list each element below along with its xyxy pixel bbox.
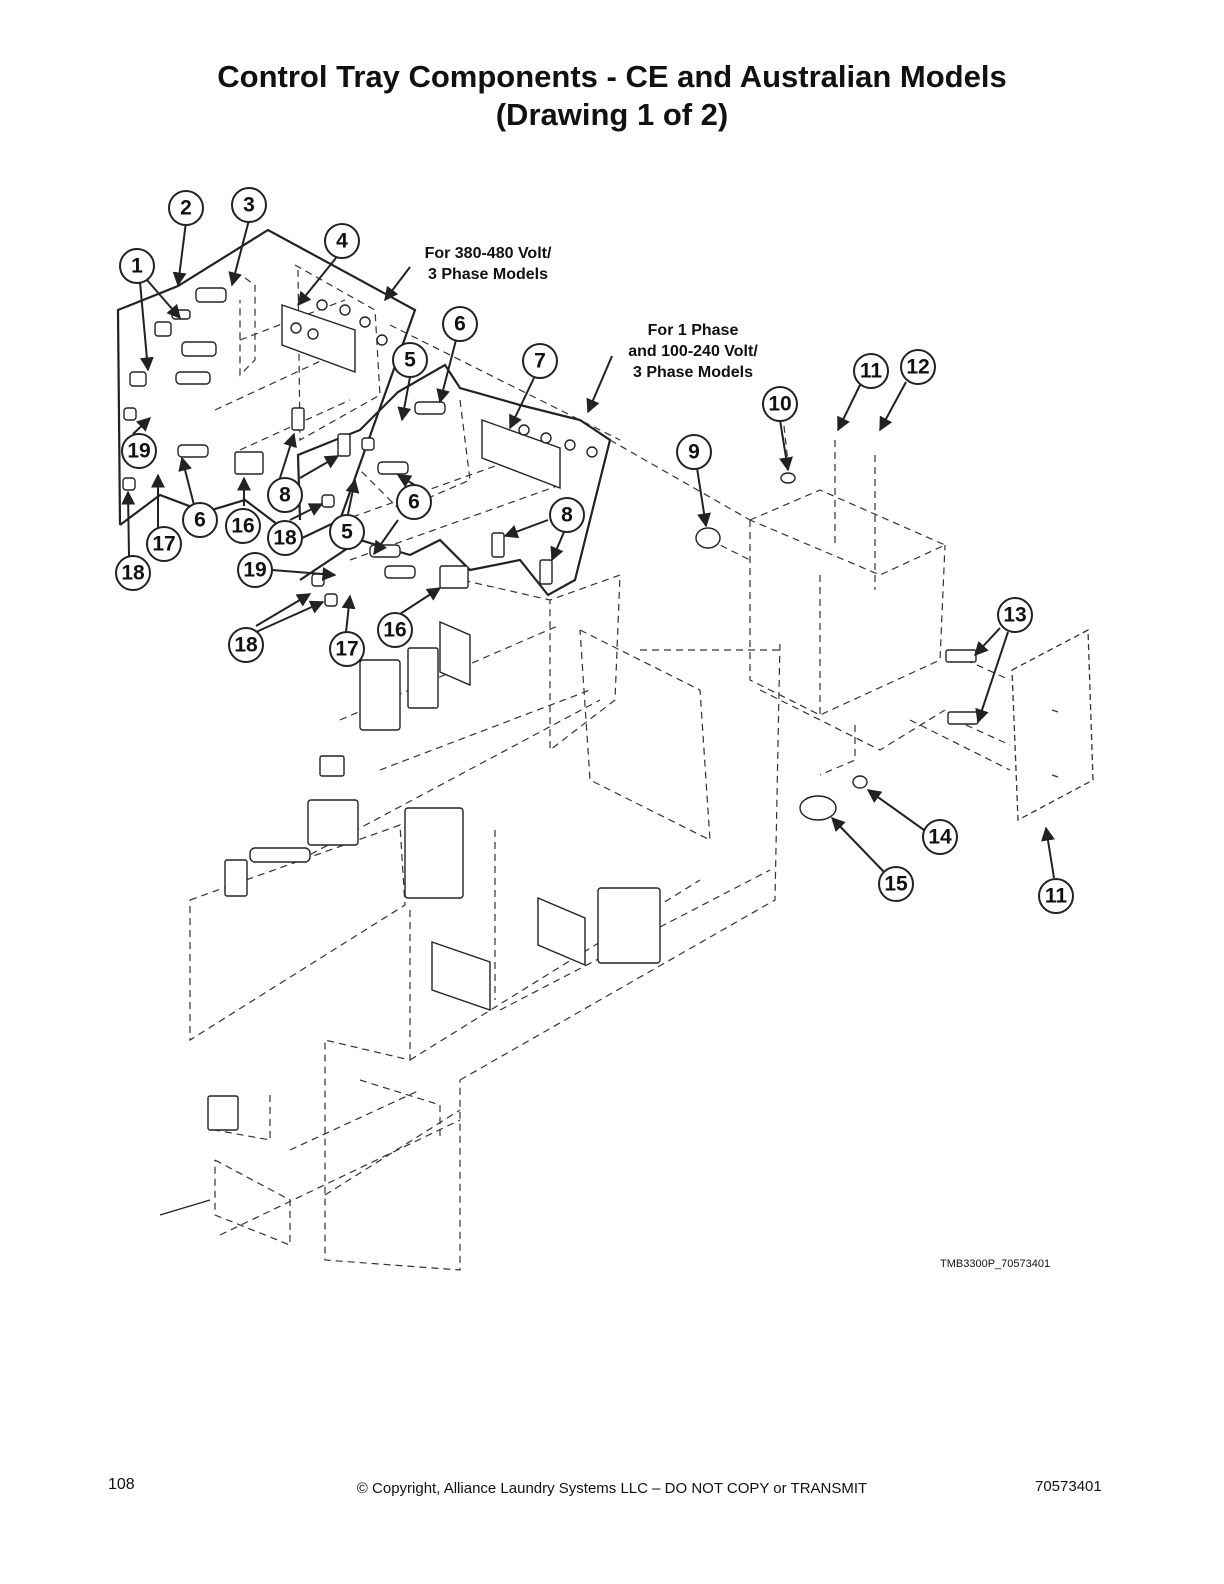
note-380-480v-line1: For 380-480 Volt/ [425,245,552,262]
callout-14: 14 [928,826,952,849]
callout-4: 4 [336,230,348,253]
callout-11-lower: 11 [1045,885,1068,908]
callout-6-lower: 6 [408,491,420,514]
callout-8-right: 8 [561,504,573,527]
callout-19-lower: 19 [243,559,266,582]
callout-7: 7 [534,350,546,373]
callout-6-upper: 6 [454,313,466,336]
callout-19-upper: 19 [127,440,150,463]
callout-15: 15 [884,873,908,896]
callout-5-upper: 5 [404,349,416,372]
callout-13: 13 [1003,604,1026,627]
callout-9: 9 [688,441,700,464]
page-title: Control Tray Components - CE and Austral… [0,58,1224,134]
callout-17-lower: 17 [335,638,358,661]
note-100-240v-line2: and 100-240 Volt/ [628,343,758,360]
leader-arrows [121,219,1055,879]
callout-16-lower: 16 [383,619,406,642]
copyright-notice: © Copyright, Alliance Laundry Systems LL… [356,1480,868,1497]
note-100-240v-line3: 3 Phase Models [633,364,753,381]
callout-2: 2 [180,197,192,220]
component-sketches [122,287,979,1216]
callout-17-upper: 17 [152,533,175,556]
right-cover-panel [1011,628,1094,822]
callout-10: 10 [768,393,791,416]
note-100-240v-line1: For 1 Phase [648,322,739,339]
note-380-480v-line2: 3 Phase Models [428,266,548,283]
title-line-2: (Drawing 1 of 2) [495,97,729,132]
callout-labels: 1 2 3 4 5 6 7 9 10 11 12 13 14 15 11 19 … [121,194,1067,908]
panel-outline-100-240v [296,363,612,597]
callout-16-upper: 16 [231,515,254,538]
callout-18-mid: 18 [273,527,297,550]
callout-8-left: 8 [279,484,291,507]
page-number: 108 [108,1476,135,1493]
callout-3: 3 [243,194,255,217]
drawing-id: TMB3300P_70573401 [940,1258,1051,1270]
callout-12: 12 [906,356,929,379]
callout-11-upper: 11 [860,360,883,383]
voltage-notes: For 380-480 Volt/ 3 Phase Models For 1 P… [425,245,759,381]
callout-circles [115,187,1074,914]
callout-6-left: 6 [194,509,206,532]
panel-outline-380-480v [116,228,417,542]
callout-5-lower: 5 [341,521,353,544]
title-line-1: Control Tray Components - CE and Austral… [217,59,1007,94]
document-number: 70573401 [1035,1478,1102,1495]
callout-18-lower: 18 [234,634,258,657]
callout-1: 1 [131,255,143,278]
callout-18-left: 18 [121,562,145,585]
